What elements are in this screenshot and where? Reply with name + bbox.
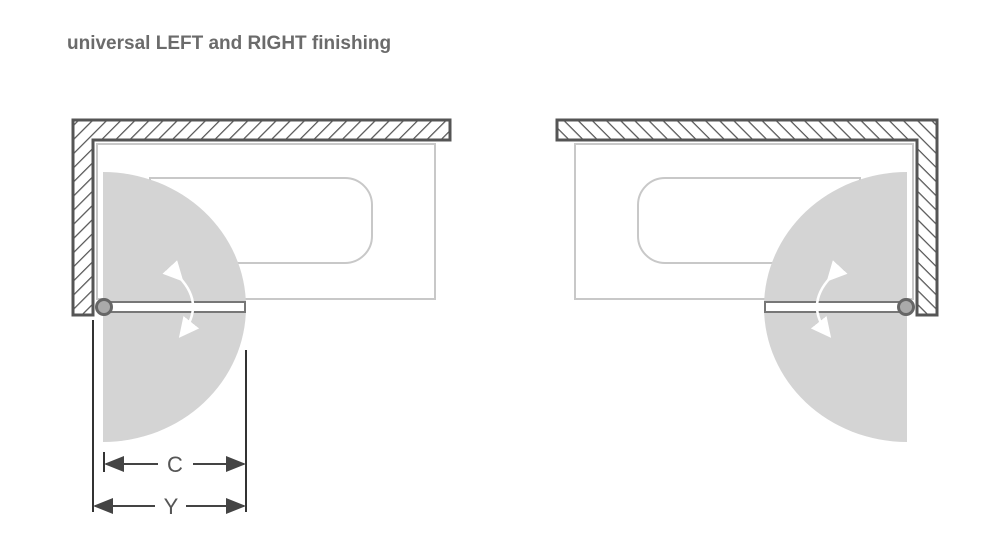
door-panel xyxy=(102,301,246,313)
bathtub-basin xyxy=(637,177,861,264)
wall xyxy=(555,118,939,317)
bathtub-outline xyxy=(574,143,914,300)
left-finishing-diagram: C Y xyxy=(71,118,452,519)
bathtub-basin xyxy=(149,177,373,264)
pivot-hinge xyxy=(95,298,113,316)
dimension-y-label: Y xyxy=(164,494,179,519)
pivot-hinge xyxy=(897,298,915,316)
bathtub-outline xyxy=(96,143,436,300)
swing-arrow-icon xyxy=(162,260,200,338)
swing-arrow-icon xyxy=(810,260,848,338)
right-finishing-diagram xyxy=(555,118,939,442)
door-panel xyxy=(764,301,908,313)
wall xyxy=(71,118,452,317)
page-title: universal LEFT and RIGHT finishing xyxy=(67,33,392,54)
dimension-c-label: C xyxy=(167,452,183,477)
